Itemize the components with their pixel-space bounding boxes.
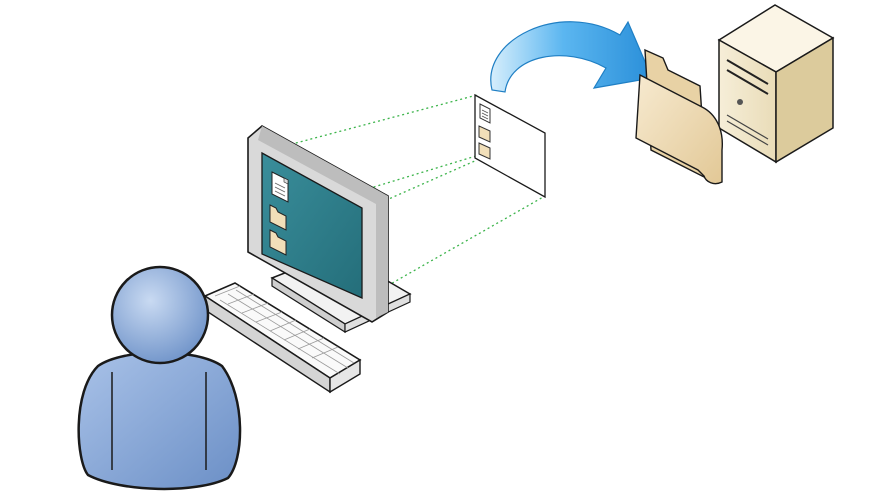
monitor-screen xyxy=(261,151,363,299)
mini-folder-icon xyxy=(478,125,491,143)
screen-folder-icon xyxy=(269,229,287,256)
transfer-arrow-icon xyxy=(490,20,653,93)
screen-folder-icon xyxy=(269,204,287,231)
server-tower-icon xyxy=(717,4,835,164)
document-icon xyxy=(271,171,289,203)
user-icon xyxy=(77,265,242,491)
folder-icon xyxy=(635,48,723,185)
screen-capture-icon xyxy=(474,93,546,199)
desktop-computer-icon xyxy=(247,125,412,334)
mini-folder-icon xyxy=(478,142,491,160)
projection-lines xyxy=(261,94,546,299)
mini-document-icon xyxy=(479,103,491,124)
